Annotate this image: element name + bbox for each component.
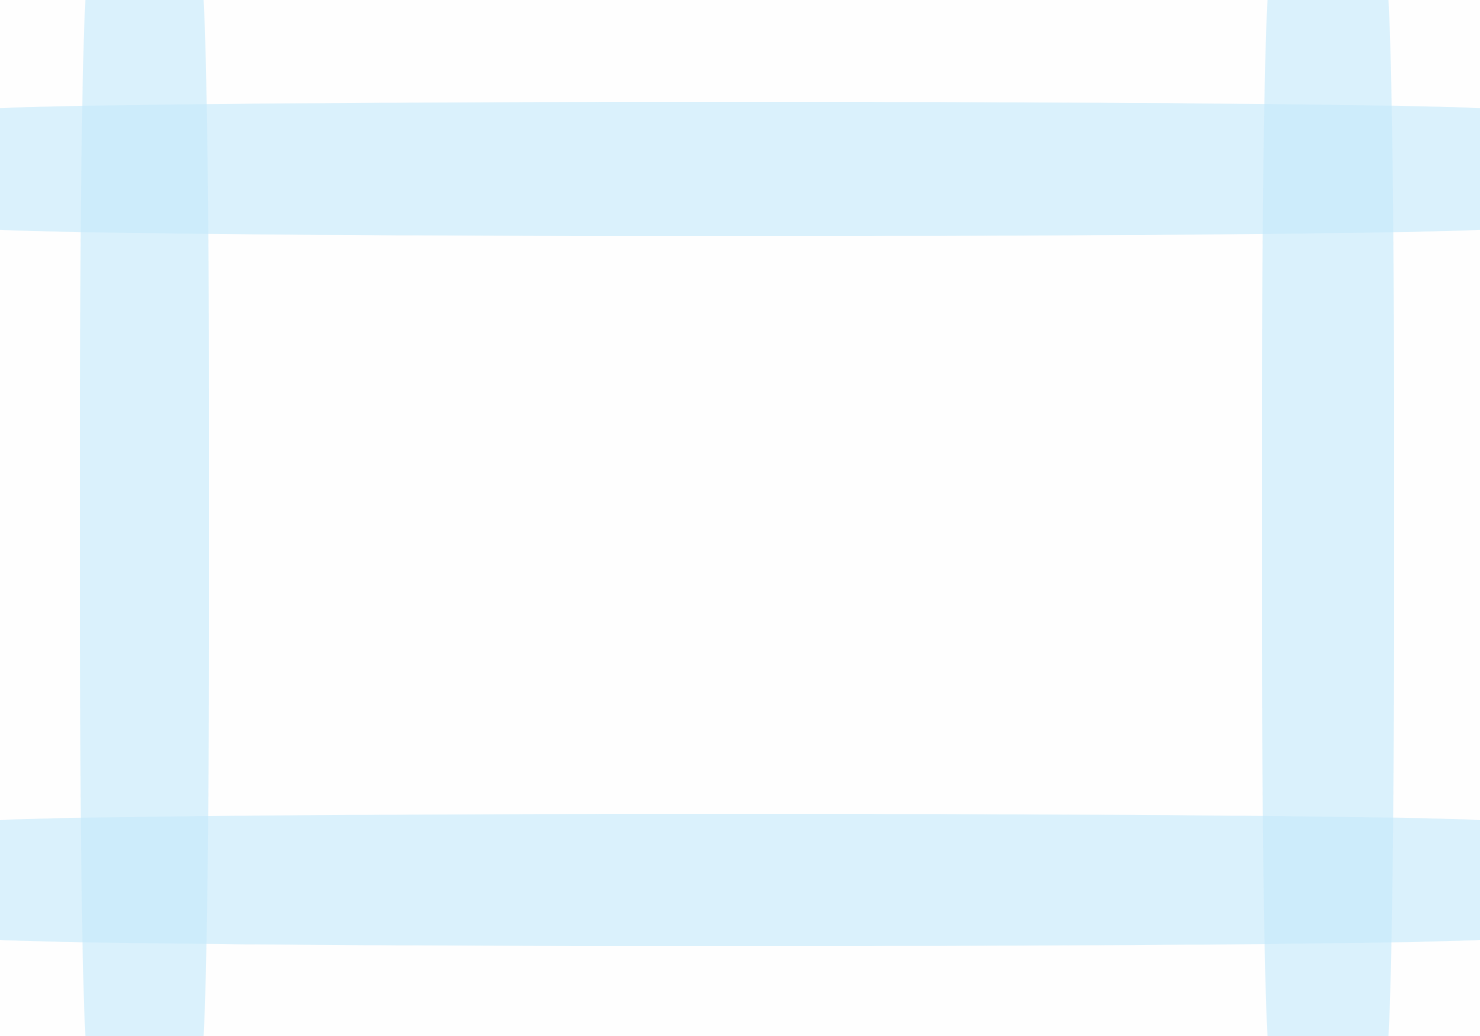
top-horizontal-band xyxy=(0,102,1480,236)
left-vertical-band xyxy=(80,0,209,1036)
bottom-horizontal-band xyxy=(0,814,1480,946)
right-vertical-band xyxy=(1262,0,1394,1036)
